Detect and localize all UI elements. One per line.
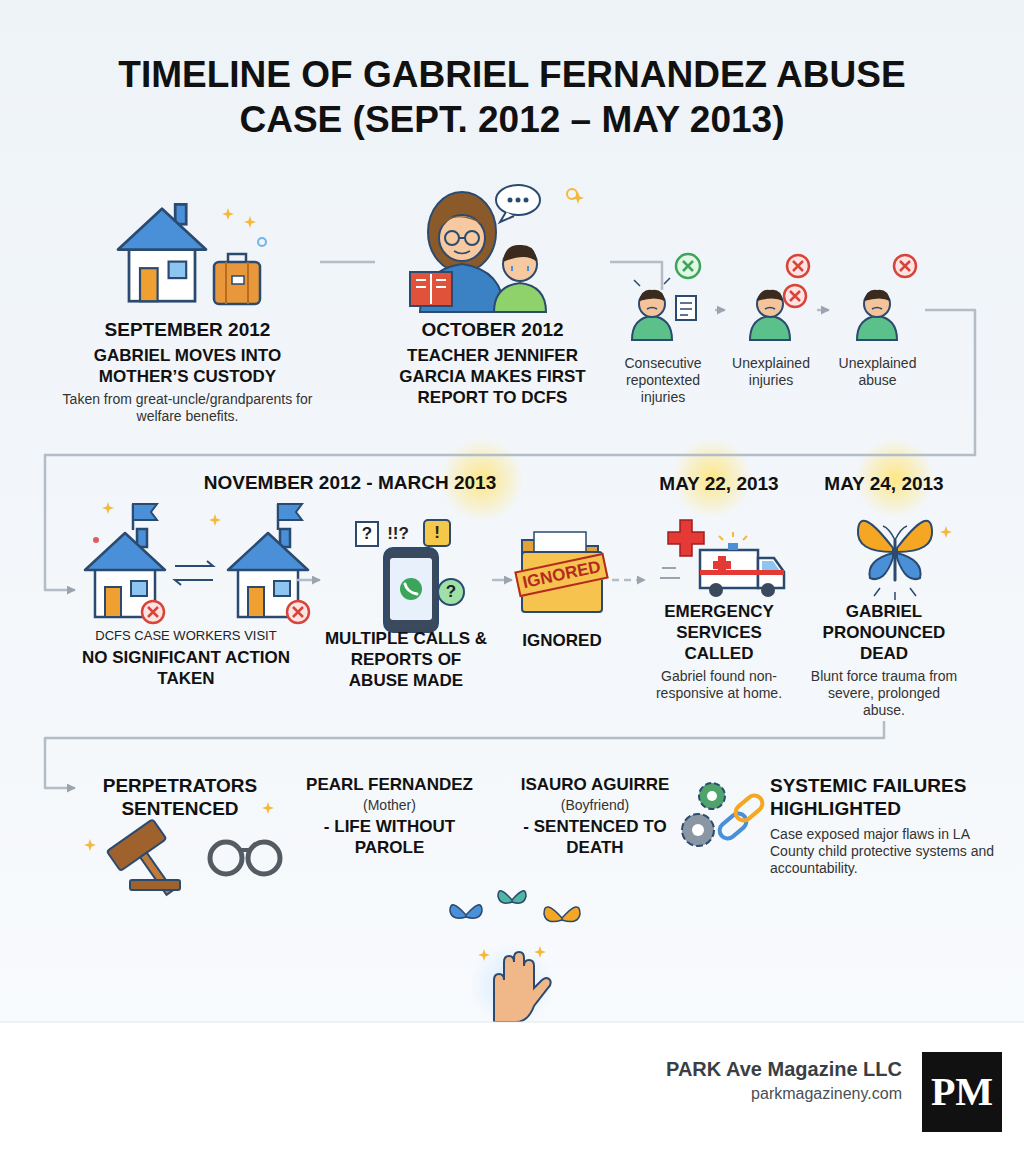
event-text: - LIFE WITHOUT PAROLE xyxy=(292,816,487,858)
timeline-event: SEPTEMBER 2012GABRIEL MOVES INTO MOTHER’… xyxy=(55,175,320,427)
event-text: TEACHER JENNIFER GARCIA MAKES FIRST REPO… xyxy=(375,345,610,408)
event-text: (Mother) xyxy=(292,797,487,814)
publisher-url: parkmagazineny.com xyxy=(560,1085,902,1103)
timeline-event: ISAURO AGUIRRE (Boyfriend) - SENTENCED TO … xyxy=(495,772,695,860)
icon-glyph: !!? xyxy=(378,524,418,544)
event-heading: OCTOBER 2012 xyxy=(375,318,610,341)
event-text: Blunt force trauma from severe, prolonge… xyxy=(808,668,960,719)
timeline-event: PERPETRATORS SENTENCED xyxy=(75,772,285,897)
icon-glyph: ! xyxy=(427,523,447,543)
event-heading: SYSTEMIC FAILURES HIGHLIGHTED xyxy=(770,774,996,820)
icon-glyph: ? xyxy=(442,582,460,602)
event-text: IGNORED xyxy=(512,630,612,651)
timeline-connector xyxy=(612,579,645,582)
timeline-event: PEARL FERNANDEZ (Mother) - LIFE WITHOUT PA… xyxy=(292,772,487,860)
timeline-connector xyxy=(297,579,320,582)
event-text: (Boyfriend) xyxy=(495,797,695,814)
timeline-event: IGNORED IGNORED xyxy=(512,520,612,653)
event-heading: Unexplained abuse xyxy=(830,355,925,389)
event-heading: SEPTEMBER 2012 xyxy=(55,318,320,341)
event-heading: MULTIPLE CALLS & REPORTS OF ABUSE MADE xyxy=(320,628,492,691)
event-text: GABRIEL MOVES INTO MOTHER’S CUSTODY xyxy=(55,345,320,387)
publisher-name: PARK Ave Magazine LLC xyxy=(560,1058,902,1081)
event-text: Case exposed major flaws in LA County ch… xyxy=(770,826,996,877)
event-heading: PEARL FERNANDEZ xyxy=(292,774,487,795)
event-heading: MAY 24, 2013 xyxy=(808,472,960,495)
timeline-event: OCTOBER 2012TEACHER JENNIFER GARCIA MAKE… xyxy=(375,175,610,410)
event-heading: MAY 22, 2013 xyxy=(645,472,793,495)
timeline-event: MULTIPLE CALLS & REPORTS OF ABUSE MADE xyxy=(320,520,492,693)
event-heading: IGNORED xyxy=(515,553,610,597)
event-heading: ISAURO AGUIRRE xyxy=(495,774,695,795)
timeline-connector xyxy=(320,261,375,264)
timeline-connector xyxy=(715,309,725,312)
timeline-connector xyxy=(492,579,512,582)
timeline-connector xyxy=(45,310,975,590)
event-text: Gabriel found non-responsive at home. xyxy=(645,668,793,702)
timeline-connector xyxy=(817,309,829,312)
timeline-event: Consecutive repontexted injuries xyxy=(612,290,714,408)
timeline-event: Unexplained injuries xyxy=(726,290,816,391)
timeline-event: DCFS CASE WORKERS VISIT NO SIGNIFICANT AC… xyxy=(75,520,297,691)
timeline-event: MAY 22, 2013EMERGENCY SERVICES CALLED Gab… xyxy=(645,470,793,704)
event-text: GABRIEL PRONOUNCED DEAD xyxy=(808,601,960,664)
logo-text: PM xyxy=(922,1052,1002,1132)
timeline-event: MAY 24, 2013GABRIEL PRONOUNCED DEADBlunt… xyxy=(808,470,960,721)
event-heading: PERPETRATORS SENTENCED xyxy=(75,774,285,820)
event-heading: Unexplained injuries xyxy=(726,355,816,389)
timeline-event: SYSTEMIC FAILURES HIGHLIGHTED Case expose… xyxy=(770,772,996,879)
event-text: Taken from great-uncle/grandparents for … xyxy=(55,391,320,425)
icon-glyph: ? xyxy=(358,524,376,544)
event-heading: DCFS CASE WORKERS VISIT xyxy=(75,628,297,644)
period-label: NOVEMBER 2012 - MARCH 2013 xyxy=(180,471,520,494)
event-text: - SENTENCED TO DEATH xyxy=(495,816,695,858)
event-text: NO SIGNIFICANT ACTION TAKEN xyxy=(75,647,297,689)
title: TIMELINE OF GABRIEL FERNANDEZ ABUSE CASE… xyxy=(92,52,932,142)
timeline-connector xyxy=(610,262,662,290)
timeline-event: Unexplained abuse xyxy=(830,290,925,391)
event-text: EMERGENCY SERVICES CALLED xyxy=(645,601,793,664)
event-heading: Consecutive repontexted injuries xyxy=(612,355,714,406)
